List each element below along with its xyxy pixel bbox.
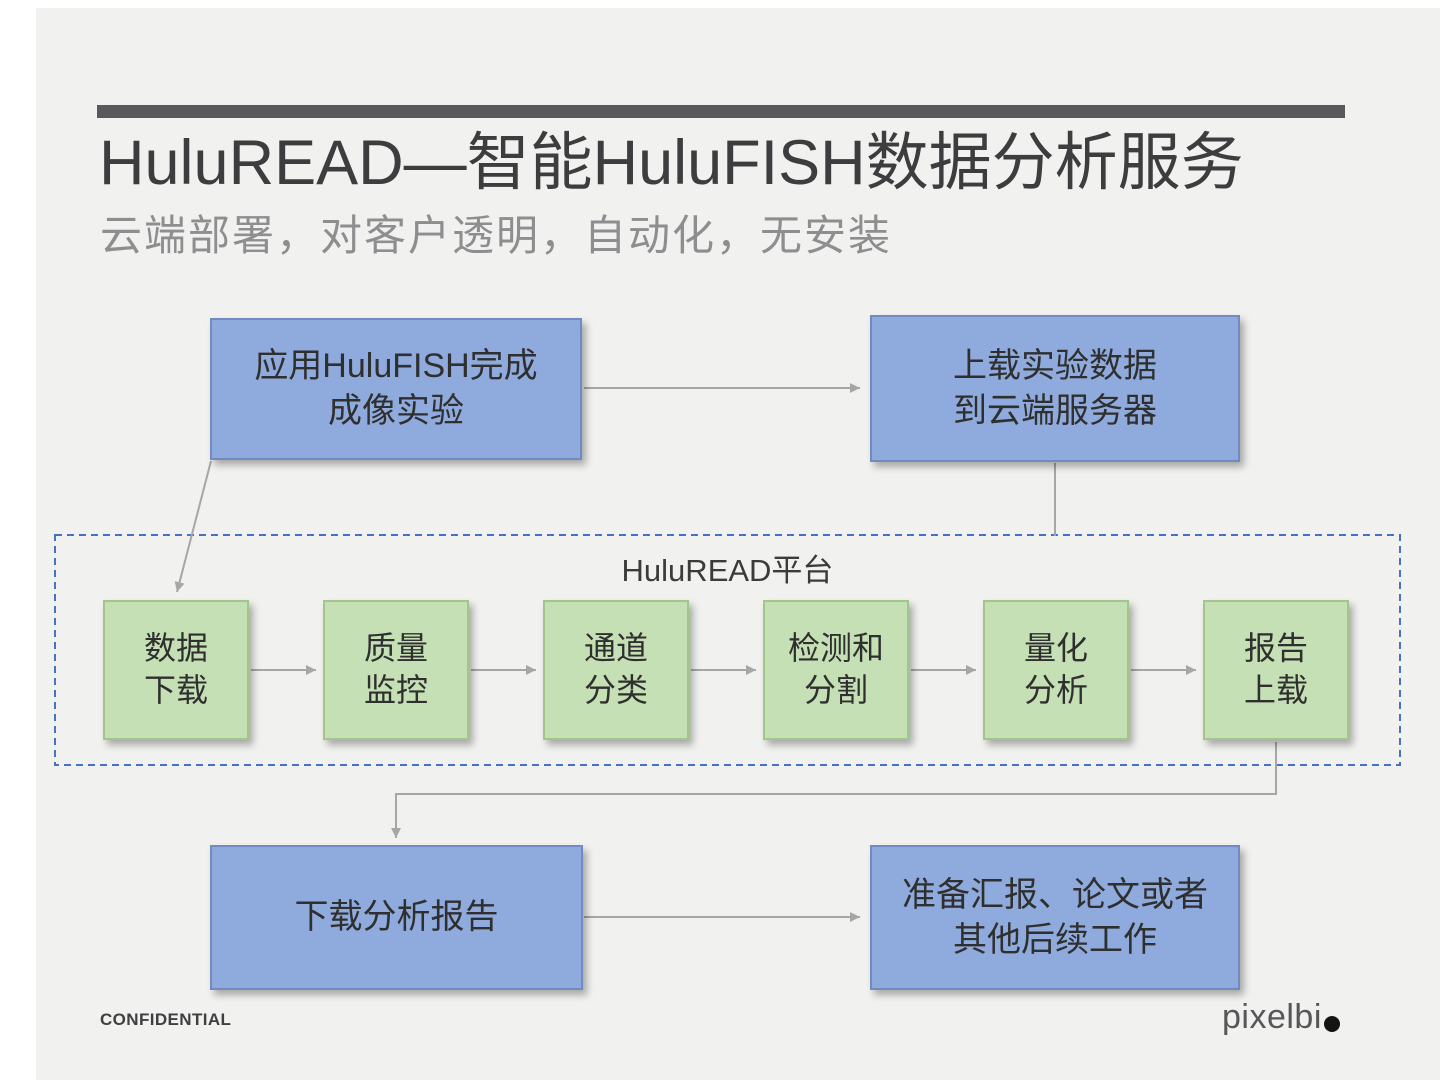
box-text-line: 上载实验数据 xyxy=(953,346,1157,385)
box-text-line: 下载 xyxy=(143,672,208,708)
box-text-line: 分割 xyxy=(803,672,868,708)
box-download-report: 下载分析报告 xyxy=(210,845,583,990)
confidential-label: CONFIDENTIAL xyxy=(100,1010,232,1029)
box-text: 通道 分类 xyxy=(584,628,648,711)
box-text: 准备汇报、论文或者 其他后续工作 xyxy=(902,873,1208,963)
box-text: 量化 分析 xyxy=(1024,628,1088,711)
top-accent-bar xyxy=(97,105,1345,118)
box-text-line: 其他后续工作 xyxy=(953,920,1157,959)
box-text-line: 分析 xyxy=(1023,672,1088,708)
box-imaging-experiment: 应用HuluFISH完成 成像实验 xyxy=(210,318,582,460)
step-quant-analysis: 量化 分析 xyxy=(983,600,1129,740)
step-quality-monitor: 质量 监控 xyxy=(323,600,469,740)
box-text-line: 下载分析报告 xyxy=(294,898,499,937)
box-text-line: 通道 xyxy=(583,630,648,667)
box-upload-data: 上载实验数据 到云端服务器 xyxy=(870,315,1240,462)
box-text: 应用HuluFISH完成 成像实验 xyxy=(254,344,537,434)
box-text-line: 应用HuluFISH完成 xyxy=(254,347,538,386)
box-text-line: 到云端服务器 xyxy=(953,391,1157,430)
box-text: 检测和 分割 xyxy=(788,628,884,711)
box-text-line: 数据 xyxy=(143,630,208,667)
box-text-line: 成像实验 xyxy=(328,392,464,430)
box-text: 报告 上载 xyxy=(1244,628,1308,711)
box-text-line: 检测和 xyxy=(787,630,884,667)
box-text-line: 量化 xyxy=(1023,630,1088,667)
box-text-line: 准备汇报、论文或者 xyxy=(902,875,1208,914)
platform-label: HuluREAD平台 xyxy=(621,553,834,588)
box-text: 下载分析报告 xyxy=(295,895,499,940)
logo-dot-icon xyxy=(1323,1016,1340,1032)
pixelbio-logo: pixelbi xyxy=(1222,1000,1340,1034)
logo-text: pixelbi xyxy=(1222,998,1322,1036)
slide-title: HuluREAD—智能HuluFISH数据分析服务 xyxy=(99,128,1244,198)
box-text: 上载实验数据 到云端服务器 xyxy=(953,344,1157,434)
box-text: 质量 监控 xyxy=(364,628,428,711)
slide-subtitle: 云端部署，对客户透明，自动化，无安装 xyxy=(100,212,893,259)
step-channel-classify: 通道 分类 xyxy=(543,600,689,740)
box-text-line: 分类 xyxy=(583,672,648,708)
box-text-line: 质量 xyxy=(363,630,428,667)
step-detect-segment: 检测和 分割 xyxy=(763,600,909,740)
step-report-upload: 报告 上载 xyxy=(1203,600,1349,740)
box-followup-work: 准备汇报、论文或者 其他后续工作 xyxy=(870,845,1240,990)
step-data-download: 数据 下载 xyxy=(103,600,249,740)
box-text-line: 报告 xyxy=(1243,630,1308,667)
box-text-line: 监控 xyxy=(363,672,428,708)
box-text-line: 上载 xyxy=(1243,672,1308,708)
box-text: 数据 下载 xyxy=(144,628,208,711)
